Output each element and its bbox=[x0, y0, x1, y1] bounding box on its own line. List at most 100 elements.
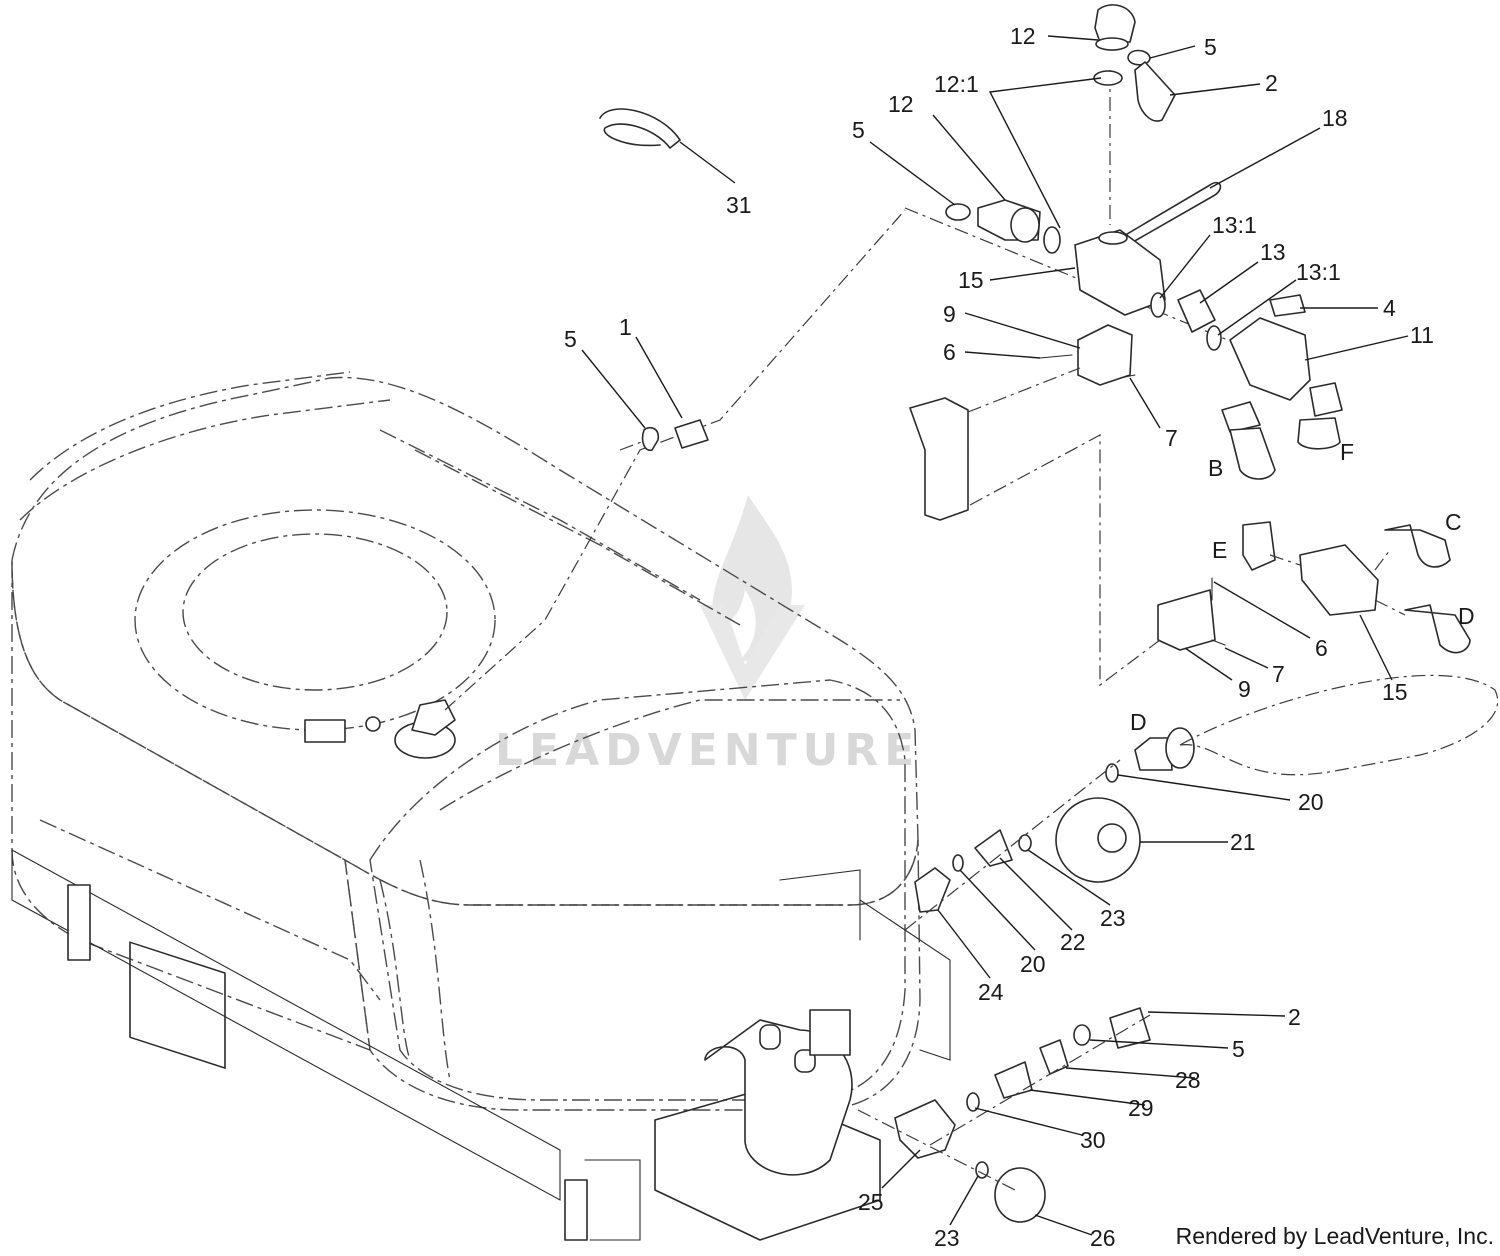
tank-top-surface bbox=[11, 376, 919, 906]
centerline-drain-2 bbox=[929, 1014, 1151, 1146]
tank-band-6 bbox=[419, 859, 451, 1081]
part-6-screw bbox=[1039, 354, 1073, 359]
callout-labels: 12 5 12:1 2 12 5 18 31 13:1 13 13:1 15 4… bbox=[564, 23, 1475, 1251]
callout-leaders bbox=[581, 35, 1409, 1236]
part-13-1-oring-b bbox=[1206, 325, 1222, 351]
callout-18: 18 bbox=[1322, 105, 1348, 131]
part-26-cap bbox=[994, 1167, 1046, 1223]
tank-band-5 bbox=[379, 879, 411, 1061]
tank-band-1 bbox=[29, 371, 351, 481]
frame-post-left bbox=[67, 884, 91, 961]
callout-7: 7 bbox=[1272, 661, 1285, 687]
leader-c23a bbox=[1027, 849, 1111, 906]
tank-fitting-elbow bbox=[411, 699, 456, 736]
callout-5: 5 bbox=[852, 117, 865, 143]
part-d-outlet bbox=[1404, 604, 1471, 654]
callout-20: 20 bbox=[1298, 789, 1324, 815]
callout-12-1: 12:1 bbox=[934, 71, 979, 97]
centerline-inlet bbox=[904, 759, 1121, 931]
valve-assembly bbox=[904, 4, 1343, 521]
pump-assembly bbox=[654, 1009, 881, 1241]
callout-21: 21 bbox=[1230, 829, 1256, 855]
leader-c22 bbox=[999, 857, 1073, 931]
leader-c5c bbox=[581, 349, 646, 429]
part-7-screw-2 bbox=[1211, 639, 1226, 646]
part-28-nut bbox=[1039, 1039, 1069, 1075]
tank-front-face bbox=[344, 839, 921, 1111]
callout-1: 1 bbox=[619, 314, 632, 340]
leader-c30 bbox=[974, 1107, 1083, 1136]
part-2-drain-hose bbox=[1109, 1007, 1151, 1049]
leader-c7a bbox=[1129, 377, 1161, 429]
part-5-mid-clamp bbox=[641, 426, 660, 452]
part-30-oring bbox=[966, 1092, 980, 1112]
leader-c15b bbox=[1359, 614, 1393, 681]
route-tank-to-valve bbox=[444, 209, 906, 711]
tank-hole bbox=[365, 716, 381, 732]
route-mount bbox=[967, 367, 1081, 413]
callout-15: 15 bbox=[958, 267, 984, 293]
callout-e: E bbox=[1212, 537, 1227, 563]
part-22-fitting bbox=[974, 829, 1013, 867]
callout-15: 15 bbox=[1382, 679, 1408, 705]
callout-31: 31 bbox=[726, 192, 752, 218]
leader-c28 bbox=[1065, 1067, 1196, 1079]
watermark: LEADVENTURE bbox=[495, 495, 920, 776]
part-12-1-oring bbox=[1093, 70, 1123, 86]
frame-plate-1 bbox=[129, 941, 226, 1069]
watermark-text: LEADVENTURE bbox=[495, 725, 920, 776]
part-12-1-side-oring bbox=[1043, 226, 1061, 254]
callout-29: 29 bbox=[1128, 1095, 1154, 1121]
part-d-inlet-sleeve bbox=[1165, 727, 1195, 769]
callout-5: 5 bbox=[1204, 34, 1217, 60]
callout-7: 7 bbox=[1165, 425, 1178, 451]
callout-22: 22 bbox=[1060, 929, 1086, 955]
tank-band-3 bbox=[379, 429, 701, 601]
part-20-oring-a bbox=[1105, 763, 1119, 783]
callout-9: 9 bbox=[943, 301, 956, 327]
part-7-screw bbox=[1119, 374, 1136, 379]
part-13-1-oring-a bbox=[1150, 292, 1166, 318]
callout-c: C bbox=[1445, 509, 1462, 535]
part-21-strainer-hub bbox=[1097, 823, 1127, 853]
part-24-elbow bbox=[914, 867, 951, 913]
pump-inlet-parts bbox=[904, 727, 1195, 931]
part-20-oring-b bbox=[952, 854, 964, 872]
callout-25: 25 bbox=[858, 1189, 884, 1215]
tank-decal bbox=[304, 719, 346, 743]
callout-23: 23 bbox=[934, 1225, 960, 1251]
part-25-tee bbox=[894, 1099, 956, 1159]
part-15-manifold-top bbox=[1098, 231, 1128, 245]
leader-c6b bbox=[1213, 581, 1311, 639]
part-12-left-thread bbox=[1010, 207, 1040, 243]
part-13-nipple bbox=[1177, 289, 1216, 333]
route-d-out bbox=[1374, 599, 1406, 616]
part-e-outlet bbox=[1242, 521, 1276, 571]
tank-band-4 bbox=[414, 449, 741, 626]
frame-rail-left bbox=[11, 849, 561, 1201]
leader-c6a bbox=[964, 351, 1041, 359]
route-d-loop bbox=[1179, 674, 1499, 776]
leader-c5a bbox=[1149, 45, 1196, 59]
route-bracket bbox=[969, 433, 1161, 687]
inline-parts bbox=[641, 419, 709, 452]
frame-rib bbox=[779, 869, 861, 941]
leader-c18 bbox=[1209, 127, 1321, 189]
watermark-chevron-icon bbox=[700, 605, 805, 700]
leader-c5b bbox=[869, 141, 956, 206]
leader-c15a bbox=[989, 267, 1076, 281]
callout-12: 12 bbox=[1010, 23, 1036, 49]
callout-13-1: 13:1 bbox=[1296, 259, 1341, 285]
tank-ridge-front bbox=[439, 699, 900, 811]
leader-c20b bbox=[959, 869, 1036, 951]
leader-c24 bbox=[937, 909, 991, 979]
callout-6: 6 bbox=[1315, 635, 1328, 661]
rendered-by-credit: Rendered by LeadVenture, Inc. bbox=[1175, 1223, 1494, 1249]
callout-13-1: 13:1 bbox=[1212, 212, 1257, 238]
part-f-outlet-fitting bbox=[1309, 382, 1343, 417]
callout-24: 24 bbox=[978, 979, 1004, 1005]
part-b-outlet-hose bbox=[1229, 427, 1276, 480]
callout-d: D bbox=[1130, 709, 1147, 735]
callout-d: D bbox=[1458, 603, 1475, 629]
part-c-outlet bbox=[1384, 524, 1451, 568]
